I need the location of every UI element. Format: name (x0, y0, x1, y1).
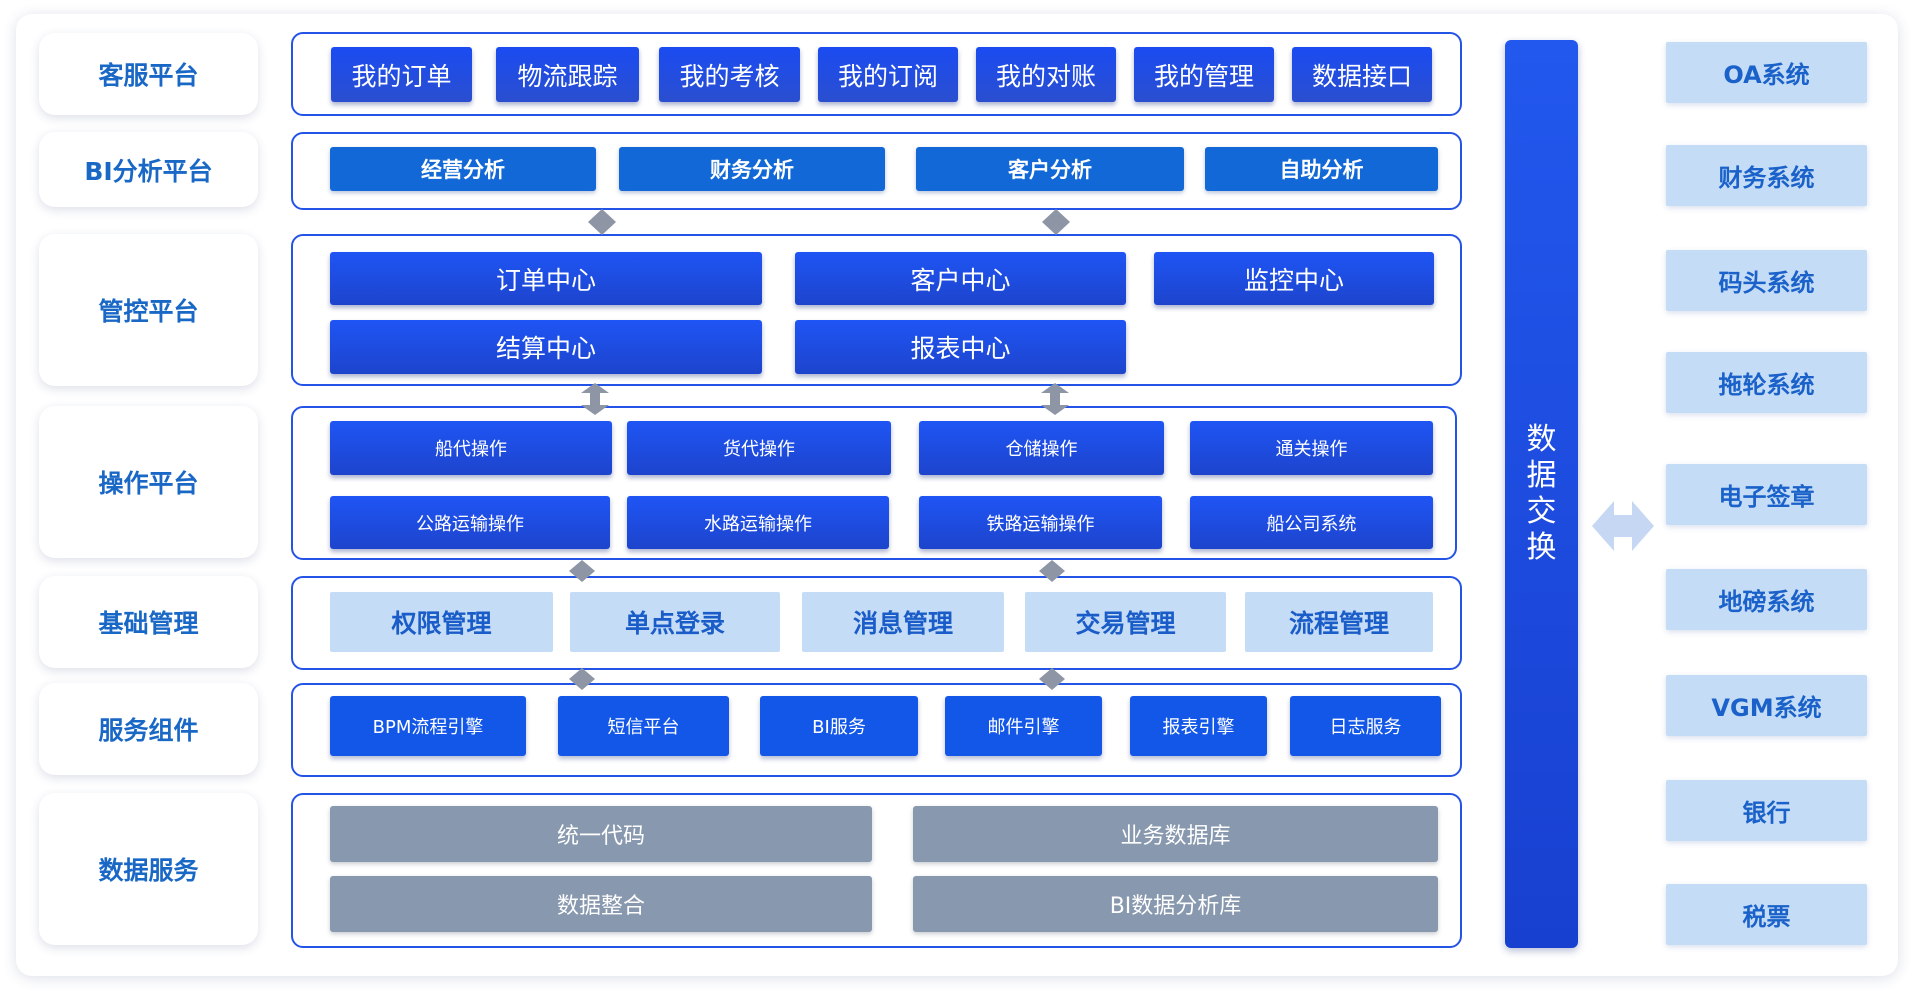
data-exchange-label: 数据交换 (1526, 422, 1557, 565)
tile-operations-analysis: 经营分析 (330, 147, 596, 191)
tile-railway-transport-operation: 铁路运输操作 (919, 496, 1162, 549)
layer-label-text: 服务组件 (98, 716, 199, 745)
tile-waterway-transport-operation: 水路运输操作 (627, 496, 889, 549)
layer-label-operations: 操作平台 (39, 406, 258, 558)
layer-label-data-services: 数据服务 (39, 793, 258, 945)
tile-settlement-center: 结算中心 (330, 320, 762, 374)
tile-road-transport-operation: 公路运输操作 (330, 496, 610, 549)
layer-label-text: 管控平台 (98, 297, 199, 326)
tile-monitoring-center: 监控中心 (1154, 252, 1434, 305)
tile-single-sign-on: 单点登录 (570, 592, 780, 652)
tile-finance-analysis: 财务分析 (619, 147, 885, 191)
tile-logistics-tracking: 物流跟踪 (496, 47, 639, 102)
external-system-oa: OA系统 (1666, 42, 1867, 103)
external-system-bank: 银行 (1666, 780, 1867, 841)
tile-customer-analysis: 客户分析 (916, 147, 1184, 191)
tile-transaction-management: 交易管理 (1025, 592, 1226, 652)
tile-bpm-workflow-engine: BPM流程引擎 (330, 696, 526, 756)
double-arrow-vertical-icon (1038, 560, 1066, 582)
tile-report-center: 报表中心 (795, 320, 1126, 374)
layer-label-text: BI分析平台 (84, 156, 213, 186)
tile-data-interface: 数据接口 (1292, 47, 1432, 102)
double-arrow-vertical-icon (568, 560, 596, 582)
external-system-tugboat: 拖轮系统 (1666, 352, 1867, 413)
data-exchange-bar: 数据交换 (1505, 40, 1578, 948)
tile-customer-center: 客户中心 (795, 252, 1126, 305)
tile-permission-management: 权限管理 (330, 592, 553, 652)
double-arrow-vertical-icon (1040, 383, 1070, 415)
tile-order-center: 订单中心 (330, 252, 762, 305)
tile-data-integration: 数据整合 (330, 876, 872, 932)
tile-bi-service: BI服务 (760, 696, 918, 756)
tile-my-subscriptions: 我的订阅 (818, 47, 958, 102)
tile-my-reconciliation: 我的对账 (976, 47, 1116, 102)
external-system-terminal: 码头系统 (1666, 250, 1867, 311)
tile-bi-analysis-database: BI数据分析库 (913, 876, 1438, 932)
layer-label-customer-service: 客服平台 (39, 33, 258, 115)
tile-my-management: 我的管理 (1134, 47, 1274, 102)
tile-customs-clearance-operation: 通关操作 (1190, 421, 1433, 475)
external-system-tax-invoice: 税票 (1666, 884, 1867, 945)
tile-shipping-company-system: 船公司系统 (1190, 496, 1433, 549)
external-system-e-signature: 电子签章 (1666, 464, 1867, 525)
layer-label-text: 数据服务 (98, 856, 199, 885)
tile-ship-agency-operation: 船代操作 (330, 421, 612, 475)
tile-self-service-analysis: 自助分析 (1205, 147, 1438, 191)
tile-email-engine: 邮件引擎 (945, 696, 1102, 756)
tile-message-management: 消息管理 (802, 592, 1004, 652)
layer-label-basic-management: 基础管理 (39, 576, 258, 668)
layer-label-management-control: 管控平台 (39, 234, 258, 386)
layer-label-bi-analysis: BI分析平台 (39, 132, 258, 207)
double-arrow-vertical-icon (580, 383, 610, 415)
tile-report-engine: 报表引擎 (1130, 696, 1267, 756)
tile-workflow-management: 流程管理 (1245, 592, 1433, 652)
tile-business-database: 业务数据库 (913, 806, 1438, 862)
double-arrow-vertical-icon (568, 668, 596, 690)
tile-sms-platform: 短信平台 (558, 696, 729, 756)
external-system-finance: 财务系统 (1666, 145, 1867, 206)
layer-label-text: 客服平台 (98, 61, 199, 90)
double-arrow-horizontal-icon (1592, 497, 1654, 555)
layer-label-text: 操作平台 (98, 469, 199, 498)
tile-warehousing-operation: 仓储操作 (919, 421, 1164, 475)
double-arrow-vertical-icon (1038, 668, 1066, 690)
double-arrow-vertical-icon (587, 209, 617, 235)
tile-unified-code: 统一代码 (330, 806, 872, 862)
layer-label-service-components: 服务组件 (39, 683, 258, 775)
external-system-vgm: VGM系统 (1666, 675, 1867, 736)
tile-my-orders: 我的订单 (331, 47, 472, 102)
tile-freight-forwarding-operation: 货代操作 (627, 421, 891, 475)
tile-my-assessment: 我的考核 (659, 47, 800, 102)
layer-label-text: 基础管理 (98, 609, 199, 638)
external-system-weighbridge: 地磅系统 (1666, 569, 1867, 630)
tile-log-service: 日志服务 (1290, 696, 1441, 756)
double-arrow-vertical-icon (1041, 209, 1071, 235)
